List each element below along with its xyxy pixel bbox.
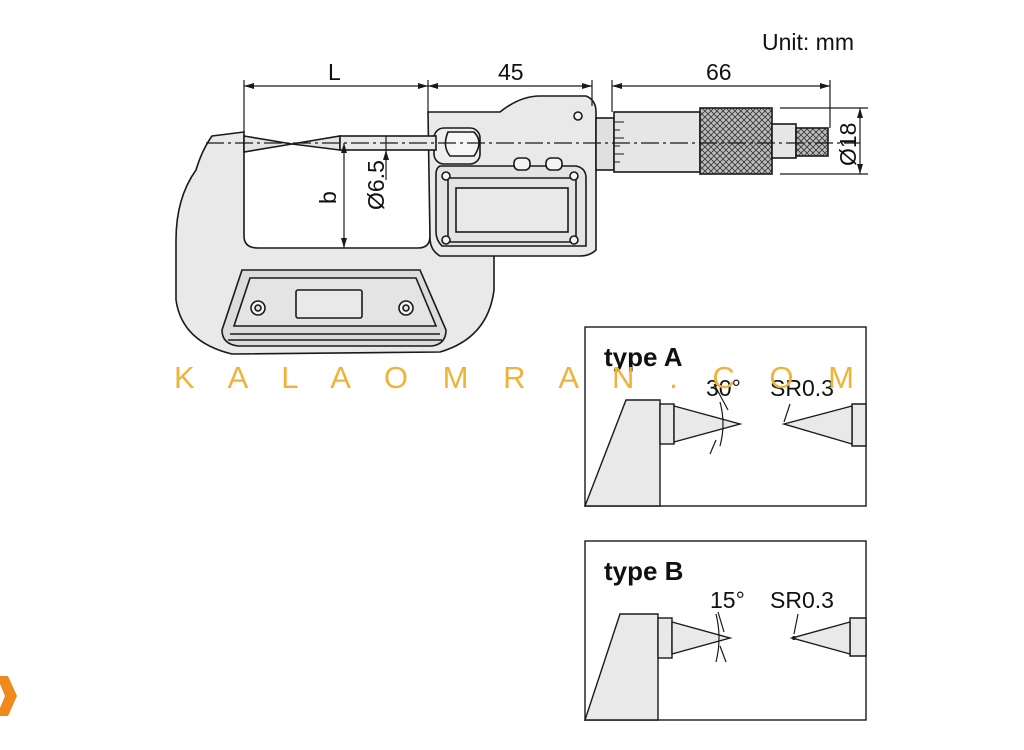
type-a-radius: SR0.3	[770, 375, 834, 401]
type-b-title: type B	[604, 556, 683, 586]
type-b-radius: SR0.3	[770, 587, 834, 613]
type-a-title: type A	[604, 342, 683, 372]
dim-L: L	[328, 59, 341, 85]
ratchet	[795, 127, 829, 157]
dim-18: Ø18	[835, 123, 861, 166]
type-b-panel: type B 15° SR0.3	[584, 540, 867, 721]
type-b-angle: 15°	[710, 587, 745, 613]
display-screen	[455, 187, 569, 233]
dim-66: 66	[706, 59, 732, 85]
logo-icon	[0, 676, 17, 716]
micrometer-frame	[175, 131, 495, 355]
digital-head	[427, 95, 597, 257]
watermark: K A L A O M R A N . C O M	[174, 360, 854, 395]
type-a-angle: 30°	[706, 375, 741, 401]
dimension-lines	[243, 80, 868, 248]
dim-6-5: Ø6.5	[363, 160, 389, 210]
dim-b: b	[315, 191, 341, 204]
thimble-assembly	[595, 107, 829, 175]
dim-45: 45	[498, 59, 524, 85]
spindle	[243, 135, 437, 153]
knurled-thimble	[699, 107, 773, 175]
unit-label: Unit: mm	[762, 29, 854, 55]
type-a-panel: type A 30° SR0.3	[583, 326, 867, 507]
